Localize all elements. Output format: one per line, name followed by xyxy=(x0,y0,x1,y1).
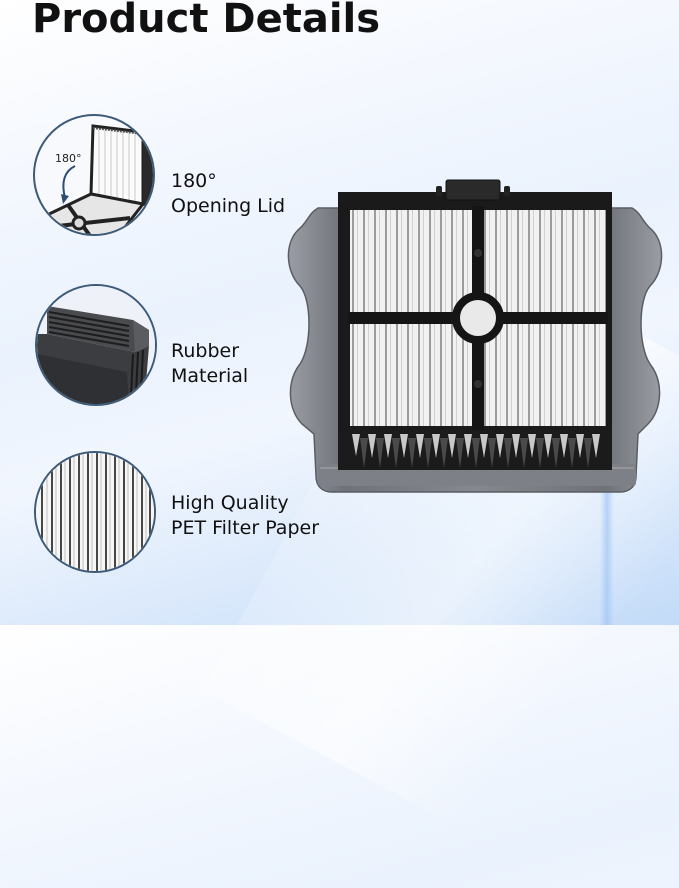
filter-lid-open-icon xyxy=(35,124,153,234)
opening-lid-image: 180° xyxy=(33,114,155,236)
product-filter-image xyxy=(286,178,664,500)
hepa-filter-product-image xyxy=(287,179,663,493)
rotation-angle-badge: 180° xyxy=(55,152,82,165)
pleated-filter-paper-icon xyxy=(36,453,154,571)
feature-label-opening-lid: 180° Opening Lid xyxy=(171,170,286,217)
rubber-material-image xyxy=(35,284,157,406)
pet-filter-paper-image xyxy=(34,451,156,573)
feature-label-pet-filter-paper: High Quality PET Filter Paper xyxy=(171,492,320,539)
page-title: Product Details xyxy=(32,0,381,42)
rubber-housing-icon xyxy=(37,286,155,404)
background-light-beam xyxy=(600,490,614,625)
feature-label-rubber-material: Rubber Material xyxy=(171,340,249,387)
